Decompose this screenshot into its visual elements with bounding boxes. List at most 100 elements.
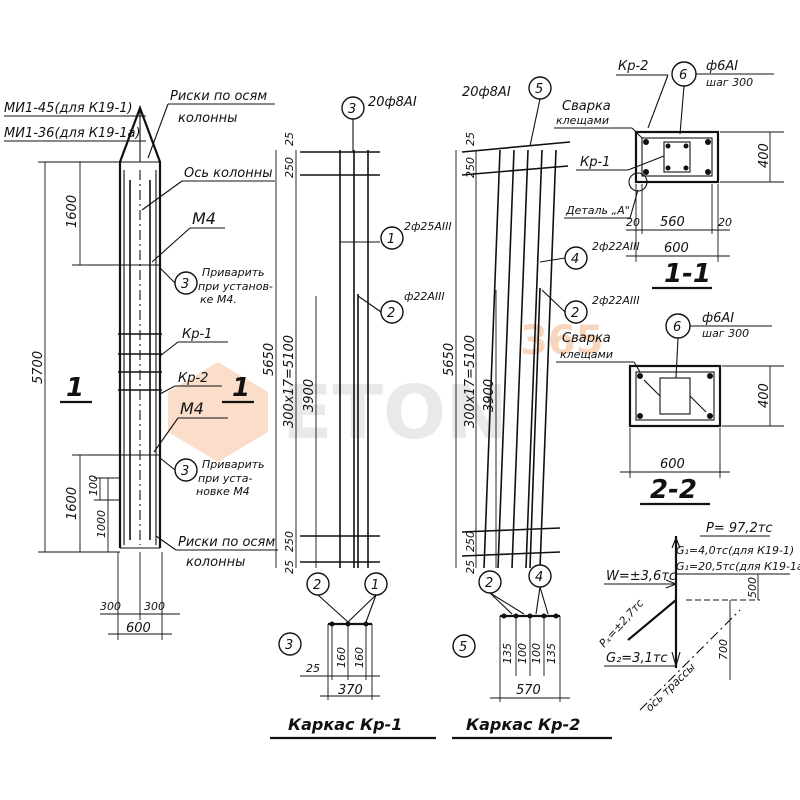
column-risks-top-2: колонны	[178, 111, 237, 126]
column-elevation: МИ1-45(для К19-1) МИ1-36(для К19-1а) Рис…	[4, 89, 278, 640]
column-dim-600: 600	[126, 621, 151, 636]
kp2-sec-100b: 100	[530, 643, 543, 664]
sec11-kp2: Кр-2	[618, 59, 648, 74]
svg-text:2: 2	[313, 578, 321, 593]
sec22-bar: ф6АI	[702, 311, 734, 326]
sec11-weld-1: Сварка	[562, 99, 611, 114]
sec11-dim-20a: 20	[626, 216, 640, 229]
column-dim-top: 1600	[65, 195, 80, 228]
section-2-2: 6 ф6АI шаг 300 Сварка клещами 400 600 2-…	[556, 311, 784, 506]
column-m4-top: М4	[192, 209, 216, 228]
load-scheme: Р= 97,2тс G₁=4,0тс(для К19-1) G₁=20,5тс(…	[597, 521, 800, 714]
sec11-detail: Деталь „А"	[565, 204, 630, 217]
column-kp1-label: Кр-1	[182, 327, 212, 342]
watermark-logo-icon	[168, 362, 268, 462]
column-dim-300b: 300	[144, 600, 165, 613]
kp2-sec-100a: 100	[516, 643, 529, 664]
sec22-step: шаг 300	[702, 327, 749, 340]
sec11-dim-20b: 20	[718, 216, 732, 229]
kp2-dim-3900: 3900	[482, 379, 497, 412]
kp2-dim-pitch: 300х17=5100	[463, 335, 478, 428]
watermark-text: ETON	[282, 370, 508, 456]
sec22-weld-2: клещами	[560, 348, 613, 361]
kp1-sec-370: 370	[338, 683, 363, 698]
svg-text:5: 5	[535, 82, 543, 97]
column-dim-300a: 300	[100, 600, 121, 613]
sec11-bar: ф6АI	[706, 59, 738, 74]
kp2-sec-135a: 135	[501, 643, 514, 664]
sec22-dim-600: 600	[660, 457, 685, 472]
column-axis-label: Ось колонны	[184, 166, 273, 181]
kp1-dim-3900: 3900	[302, 379, 317, 412]
column-weld-bot-2: при уста-	[198, 472, 253, 485]
svg-text:1: 1	[387, 232, 395, 247]
kp1-dim-250-top: 250	[283, 157, 296, 178]
svg-text:3: 3	[181, 277, 189, 292]
column-risks-top: Риски по осям	[170, 89, 267, 104]
kp2-title: Каркас Кр-2	[466, 715, 580, 734]
sec11-dim-600: 600	[664, 241, 689, 256]
kp1-pos2-bar: ф22АIII	[404, 290, 445, 303]
column-dim-bottom: 1600	[65, 487, 80, 520]
column-section-mark-right: 1	[232, 373, 250, 403]
kp1-pos3-bar: 20ф8АI	[368, 95, 417, 110]
svg-text:6: 6	[673, 320, 681, 335]
column-weld-bot-3: новке М4	[196, 485, 250, 498]
svg-text:2: 2	[571, 306, 579, 321]
kp1-dim-25-bot: 25	[283, 560, 296, 574]
load-p: Р= 97,2тс	[706, 521, 773, 536]
section-1-1: Кр-2 6 ф6АI шаг 300 Сварка клещами Кр-1 …	[554, 59, 784, 290]
load-dim-700: 700	[717, 639, 730, 660]
cage-kp1: 3 20ф8АI 1 2ф25АIII 2 ф22АIII 25 250 300…	[262, 95, 452, 740]
column-dim-total: 5700	[31, 351, 46, 384]
kp1-dim-5650: 5650	[262, 343, 277, 376]
kp1-sec-160a: 160	[335, 647, 348, 668]
svg-text:5: 5	[459, 640, 467, 655]
load-px: Pₓ=±2,7тс	[597, 597, 647, 650]
kp2-pos5-bar: 20ф8АI	[462, 85, 511, 100]
column-kp2-label: Кр-2	[178, 371, 208, 386]
column-m4-bottom: М4	[180, 399, 204, 418]
column-dim-100: 100	[87, 475, 100, 496]
load-dim-500: 500	[746, 577, 759, 598]
kp2-dim-250-top: 250	[464, 157, 477, 178]
sec22-title: 2-2	[650, 475, 697, 505]
kp2-sec-570: 570	[516, 683, 541, 698]
kp1-sec-25: 25	[306, 662, 320, 675]
column-weld-top-3: ке М4.	[200, 293, 237, 306]
column-weld-top-2: при установ-	[198, 280, 273, 293]
column-weld-top-1: Приварить	[202, 266, 265, 279]
kp1-dim-250-bot: 250	[283, 531, 296, 552]
cage-kp2: 20ф8АI 5 4 2ф22АIII 2 2ф22АIII 25 250 30…	[442, 76, 640, 740]
kp1-pos1-callout	[380, 226, 404, 250]
kp2-dim-250-bot: 250	[464, 531, 477, 552]
kp2-dim-5650: 5650	[442, 343, 457, 376]
kp2-pos4-bar: 2ф22АIII	[592, 240, 640, 253]
column-note-mi1-36: МИ1-36(для К19-1а)	[4, 126, 141, 141]
svg-text:4: 4	[535, 570, 543, 585]
sec11-kp1: Кр-1	[580, 155, 610, 170]
kp1-sec-pos3	[278, 632, 302, 656]
load-g2: G₂=3,1тс	[606, 651, 668, 666]
column-section-mark-left: 1	[66, 373, 84, 403]
kp2-sec-pos5	[452, 634, 476, 658]
sec22-dim-400: 400	[757, 383, 772, 408]
sec11-dim-560: 560	[660, 215, 685, 230]
sec11-title: 1-1	[664, 259, 711, 289]
column-weld-bot-1: Приварить	[202, 458, 265, 471]
kp2-dim-25: 25	[464, 132, 477, 146]
svg-text:3: 3	[181, 464, 189, 479]
svg-text:2: 2	[485, 576, 493, 591]
sec22-weld-1: Сварка	[562, 331, 611, 346]
sec11-weld-2: клещами	[556, 114, 609, 127]
kp2-pos2-bar: 2ф22АIII	[592, 294, 640, 307]
kp2-sec-135b: 135	[545, 643, 558, 664]
svg-text:6: 6	[679, 68, 687, 83]
load-w: W=±3,6тс	[606, 569, 676, 584]
kp1-pos1-bar: 2ф25АIII	[404, 220, 452, 233]
kp1-dim-25: 25	[283, 132, 296, 146]
sec11-step: шаг 300	[706, 76, 753, 89]
svg-text:4: 4	[571, 252, 579, 267]
load-g1a: G₁=4,0тс(для К19-1)	[676, 544, 794, 557]
